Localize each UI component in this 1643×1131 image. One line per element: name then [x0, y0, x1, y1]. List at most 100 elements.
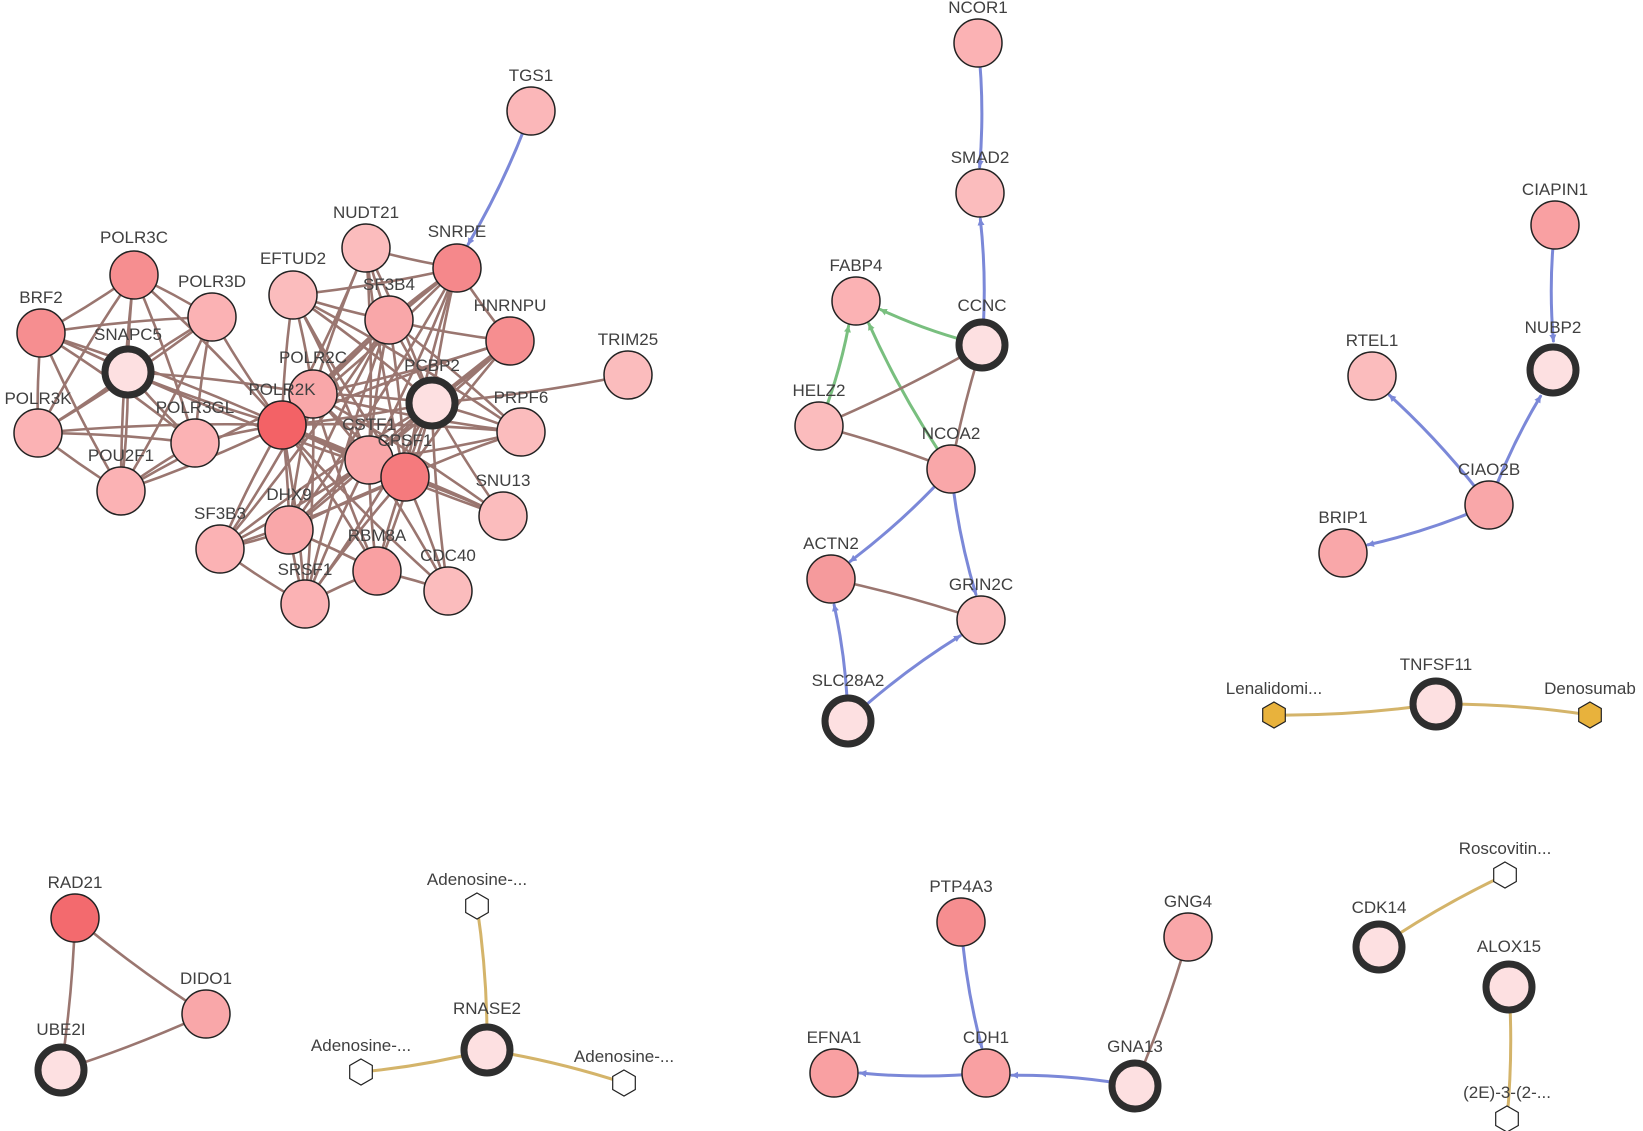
gene-node-grin2c[interactable]: [956, 595, 1006, 645]
gene-node-tnfsf11[interactable]: [1409, 677, 1463, 731]
gene-node-cpsf1[interactable]: [380, 452, 430, 502]
gene-node-rnase2[interactable]: [460, 1023, 514, 1077]
node-label-adenosine-top: Adenosine-...: [427, 870, 527, 889]
node-label-polr2k: POLR2K: [248, 380, 316, 399]
gene-node-hnrnpu[interactable]: [485, 316, 535, 366]
drug-node-roscovitine[interactable]: [1493, 861, 1517, 889]
node-label-ncor1: NCOR1: [948, 0, 1008, 17]
node-label-snapc5: SNAPC5: [94, 325, 162, 344]
edge-polr3c-polr2k[interactable]: [132, 273, 284, 427]
node-label-cstf1: CSTF1: [342, 415, 396, 434]
gene-node-brf2[interactable]: [16, 308, 66, 358]
gene-node-alox15[interactable]: [1482, 960, 1536, 1014]
gene-node-snu13[interactable]: [478, 491, 528, 541]
gene-node-polr3gl[interactable]: [170, 418, 220, 468]
node-label-cpsf1: CPSF1: [378, 431, 433, 450]
gene-node-rbm8a[interactable]: [352, 546, 402, 596]
edge-snrpe-cpsf1[interactable]: [403, 266, 459, 479]
gene-node-snrpe[interactable]: [432, 243, 482, 293]
nodes-layer: [13, 18, 1602, 1131]
node-label-dido1: DIDO1: [180, 969, 232, 988]
node-label-rnase2: RNASE2: [453, 999, 521, 1018]
gene-node-polr3k[interactable]: [13, 408, 63, 458]
gene-node-dhx9[interactable]: [264, 505, 314, 555]
gene-node-pou2f1[interactable]: [96, 466, 146, 516]
gene-node-polr2c[interactable]: [288, 369, 338, 419]
node-label-gng4: GNG4: [1164, 892, 1212, 911]
node-label-adenosine-left: Adenosine-...: [311, 1036, 411, 1055]
gene-node-ptp4a3[interactable]: [936, 897, 986, 947]
gene-node-actn2[interactable]: [806, 554, 856, 604]
node-label-pou2f1: POU2F1: [88, 446, 154, 465]
node-label-srsf1: SRSF1: [278, 560, 333, 579]
node-label-rad21: RAD21: [48, 873, 103, 892]
node-label-polr3k: POLR3K: [4, 389, 72, 408]
gene-node-fabp4[interactable]: [831, 276, 881, 326]
gene-node-efna1[interactable]: [809, 1048, 859, 1098]
node-label-polr3c: POLR3C: [100, 228, 168, 247]
gene-node-ncoa2[interactable]: [926, 444, 976, 494]
drug-node-adenosine-left[interactable]: [349, 1058, 373, 1086]
gene-node-ube2i[interactable]: [34, 1043, 88, 1097]
drug-node-compound-2e[interactable]: [1495, 1105, 1519, 1131]
node-label-ciapin1: CIAPIN1: [1522, 180, 1588, 199]
gene-node-srsf1[interactable]: [280, 579, 330, 629]
node-label-ube2i: UBE2I: [36, 1020, 85, 1039]
drug-node-lenalidomide[interactable]: [1262, 701, 1286, 729]
node-label-snrpe: SNRPE: [428, 222, 487, 241]
gene-node-pcbp2[interactable]: [405, 376, 459, 430]
gene-node-gna13[interactable]: [1108, 1059, 1162, 1113]
node-label-denosumab: Denosumab: [1544, 679, 1636, 698]
gene-node-slc28a2[interactable]: [821, 694, 875, 748]
gene-node-ncor1[interactable]: [953, 18, 1003, 68]
gene-node-brip1[interactable]: [1318, 528, 1368, 578]
node-label-polr3gl: POLR3GL: [156, 398, 234, 417]
gene-node-sf3b3[interactable]: [195, 524, 245, 574]
drug-node-denosumab[interactable]: [1578, 701, 1602, 729]
node-label-ccnc: CCNC: [957, 296, 1006, 315]
gene-node-prpf6[interactable]: [496, 407, 546, 457]
node-label-smad2: SMAD2: [951, 148, 1010, 167]
gene-node-ciapin1[interactable]: [1530, 200, 1580, 250]
edge-ncoa2-fabp4[interactable]: [867, 322, 953, 471]
gene-node-gng4[interactable]: [1163, 912, 1213, 962]
gene-node-nudt21[interactable]: [341, 223, 391, 273]
gene-node-cdc40[interactable]: [423, 566, 473, 616]
gene-node-cdh1[interactable]: [961, 1048, 1011, 1098]
gene-node-helz2[interactable]: [794, 401, 844, 451]
gene-node-polr3c[interactable]: [109, 250, 159, 300]
gene-node-ciao2b[interactable]: [1464, 480, 1514, 530]
drug-node-adenosine-right[interactable]: [612, 1069, 636, 1097]
gene-node-trim25[interactable]: [603, 350, 653, 400]
edge-pcbp2-sf3b3[interactable]: [218, 401, 434, 551]
edge-eftud2-prpf6[interactable]: [291, 293, 523, 434]
node-label-eftud2: EFTUD2: [260, 249, 326, 268]
gene-node-polr2k[interactable]: [257, 400, 307, 450]
gene-node-polr3d[interactable]: [187, 292, 237, 342]
gene-node-snapc5[interactable]: [101, 345, 155, 399]
gene-node-rtel1[interactable]: [1347, 351, 1397, 401]
gene-node-ccnc[interactable]: [955, 318, 1009, 372]
node-label-polr3d: POLR3D: [178, 272, 246, 291]
node-label-compound-2e: (2E)-3-(2-...: [1463, 1083, 1551, 1102]
gene-node-cdk14[interactable]: [1352, 920, 1406, 974]
node-label-ptp4a3: PTP4A3: [929, 877, 992, 896]
gene-node-rad21[interactable]: [50, 893, 100, 943]
edge-polr3k-polr2k[interactable]: [36, 422, 284, 435]
gene-node-nubp2[interactable]: [1526, 343, 1580, 397]
edge-sf3b4-sf3b3[interactable]: [218, 318, 391, 551]
gene-node-tgs1[interactable]: [506, 86, 556, 136]
node-label-brip1: BRIP1: [1318, 508, 1367, 527]
gene-node-smad2[interactable]: [955, 168, 1005, 218]
gene-node-sf3b4[interactable]: [364, 295, 414, 345]
gene-node-eftud2[interactable]: [268, 270, 318, 320]
node-label-rtel1: RTEL1: [1346, 331, 1399, 350]
node-label-ncoa2: NCOA2: [922, 424, 981, 443]
node-label-grin2c: GRIN2C: [949, 575, 1013, 594]
node-label-rbm8a: RBM8A: [348, 526, 407, 545]
gene-node-dido1[interactable]: [181, 989, 231, 1039]
drug-node-adenosine-top[interactable]: [465, 892, 489, 920]
node-label-tgs1: TGS1: [509, 66, 553, 85]
edge-snrpe-cstf1[interactable]: [367, 266, 459, 462]
